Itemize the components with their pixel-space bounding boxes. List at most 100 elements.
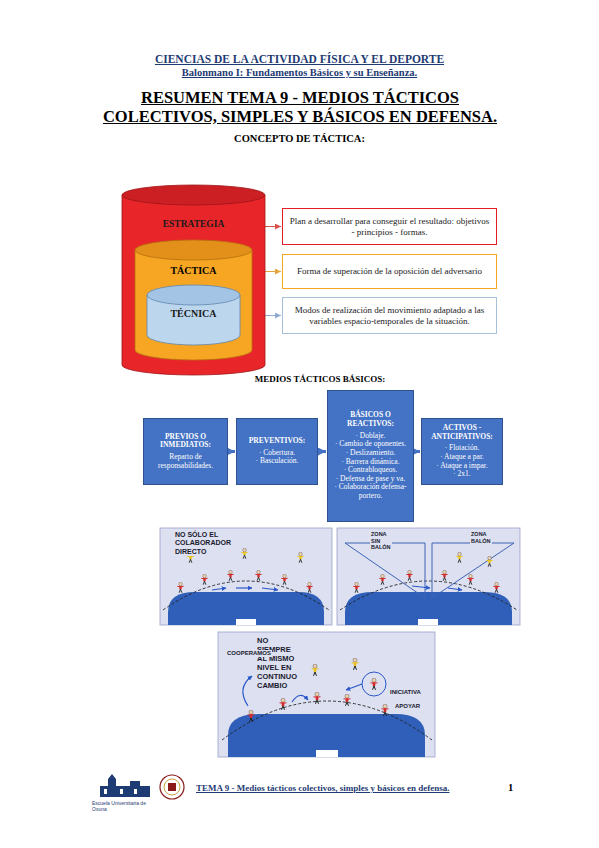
court-panel-c-part: [312, 664, 319, 676]
panel-caption: NO SIEMPRE AL MISMO NIVEL EN CONTINUO CA…: [256, 636, 298, 690]
court-panel-b: [337, 528, 520, 625]
court-panel-c-part: [243, 676, 252, 706]
court-panel-b-part: [340, 543, 517, 625]
court-panel-c-part: [344, 694, 351, 706]
zone-label: ZONA SIN BALÓN: [370, 531, 392, 551]
court-panel-b-part: [456, 552, 462, 562]
list-item: · Basculación.: [240, 457, 314, 466]
court-panel-a-part: [168, 592, 324, 625]
court-panel-b-part: [340, 581, 517, 610]
list-item: · Barrera dinámica.: [331, 458, 410, 467]
text-block: PREVENTIVOS: · Cobertura.· Basculación.: [240, 437, 314, 466]
logo-caption: Escuela Universitaria de Osuna: [92, 800, 162, 812]
court-panel-c-part: [280, 698, 287, 710]
box-heading: PREVENTIVOS:: [240, 437, 314, 446]
header-line: CIENCIAS DE LA ACTIVIDAD FÍSICA Y EL DEP…: [0, 53, 599, 67]
list-item: · 2x1.: [425, 470, 499, 479]
list-item: Reparto de responsabilidades.: [147, 453, 224, 470]
school-logo-part: [164, 779, 180, 795]
school-logo-part: [134, 789, 137, 794]
court-panel-b-part: [345, 592, 512, 625]
list-item: · Colaboración defensa-portero.: [331, 483, 410, 500]
list-item: · Flotación.: [425, 444, 499, 453]
cylinder-layer: ESTRATEGIA TÁCTICA TÉCNICA: [122, 185, 265, 375]
cylinder-top: [147, 285, 240, 305]
court-panel-b-part: [353, 582, 359, 592]
section-heading: CONCEPTO DE TÁCTICA:: [0, 133, 599, 146]
school-logo-part: [104, 789, 107, 794]
court-panel-c-part: [292, 695, 308, 702]
list-item: · Deslizamiento.: [331, 449, 410, 458]
box-heading: ACTIVOS - ANTICIPATIVOS:: [425, 424, 499, 441]
court-panel-c-part: [314, 692, 321, 704]
connector-arrow: [265, 226, 281, 227]
category-box: BÁSICOS O REACTIVOS:· Doblaje.· Cambio d…: [327, 390, 414, 522]
school-logo: [100, 774, 184, 799]
text-block: ACTIVOS - ANTICIPATIVOS: · Flotación. · At…: [425, 424, 499, 479]
definition-box: Plan a desarrollar para conseguir el res…: [282, 208, 497, 245]
cylinder-body: [135, 250, 252, 360]
cylinder-layer: TÉCNICA: [147, 285, 240, 345]
court-panel-a-part: [262, 588, 278, 590]
definition-text: Forma de superación de la oposición del …: [289, 266, 490, 277]
court-panel-a: [160, 528, 332, 625]
definition-box: Forma de superación de la oposición del …: [282, 254, 497, 289]
list-item: · Contrabloqueos.: [331, 466, 410, 475]
layer-label: ESTRATEGIA: [122, 219, 265, 230]
court-panel-a-part: [201, 574, 207, 584]
box-heading: PREVIOS O INMEDIATOS:: [147, 433, 224, 450]
court-panel-a-part: [236, 587, 252, 588]
court-panel-c-part: [228, 714, 425, 757]
court-panel-a-part: [306, 582, 312, 592]
court-panel-b-part: [448, 588, 462, 590]
court-panel-b-part: [337, 528, 520, 625]
court-panel-b-part: [486, 556, 492, 566]
court-panel-b-part: [467, 574, 473, 584]
text-block: Forma de superación de la oposición del …: [289, 266, 490, 277]
list-item: · Ataque a impar.: [425, 462, 499, 471]
court-panel-a-part: [281, 574, 287, 584]
court-panel-b-part: [345, 543, 425, 598]
callout-label: COOPERAMOS: [226, 650, 272, 657]
callout-label: APOYAR: [394, 703, 421, 710]
court-panel-c-part: [362, 672, 386, 696]
court-panel-a-part: [236, 619, 256, 625]
category-box: ACTIVOS - ANTICIPATIVOS: · Flotación. · At…: [421, 418, 503, 485]
court-panel-c-part: [352, 658, 359, 670]
court-panel-b-part: [493, 582, 499, 592]
category-box: PREVIOS O INMEDIATOS: Reparto de responsa…: [143, 418, 228, 485]
footer-text: TEMA 9 - Medios tácticos colectivos, sim…: [196, 783, 496, 794]
list-item: · Doblaje.: [331, 432, 410, 441]
layer-label: TÁCTICA: [135, 265, 252, 277]
school-logo-part: [120, 789, 123, 794]
page-title: RESUMEN TEMA 9 - MEDIOS TÁCTICOS COLECTI…: [100, 88, 500, 126]
definition-box: Modos de realización del movimiento adap…: [282, 297, 497, 334]
court-panel-a-part: [241, 548, 247, 558]
section-heading: MEDIOS TÁCTICOS BÁSICOS:: [200, 374, 440, 385]
court-panel-c-part: [316, 750, 338, 757]
court-panel-c-part: [248, 710, 255, 722]
school-logo-part: [160, 775, 184, 799]
court-panel-a-part: [227, 570, 233, 580]
court-panel-c-part: [346, 684, 362, 690]
court-panel-a-part: [255, 570, 261, 580]
court-panel-c-part: [371, 678, 378, 690]
header-line: Balonmano I: Fundamentos Básicos y su En…: [0, 67, 599, 80]
court-panel-b-part: [418, 619, 438, 625]
cylinder-layer: TÁCTICA TÉCNICA: [135, 240, 252, 360]
definition-text: Modos de realización del movimiento adap…: [289, 305, 490, 327]
court-panel-b-part: [412, 586, 430, 588]
cylinder-top: [122, 185, 265, 205]
zone-label: ZONA BALÓN: [470, 531, 492, 544]
connector-arrow: [414, 450, 420, 453]
court-panel-c: [218, 632, 435, 757]
list-item: · Cobertura.: [240, 449, 314, 458]
list-item: · Defensa de pase y va.: [331, 475, 410, 484]
definition-text: Plan a desarrollar para conseguir el res…: [289, 216, 490, 238]
court-panel-b-part: [441, 570, 447, 580]
connector-arrow: [318, 450, 326, 453]
cylinder-body: [122, 195, 265, 375]
school-logo-part: [168, 783, 176, 791]
court-panel-a-part: [297, 552, 303, 562]
